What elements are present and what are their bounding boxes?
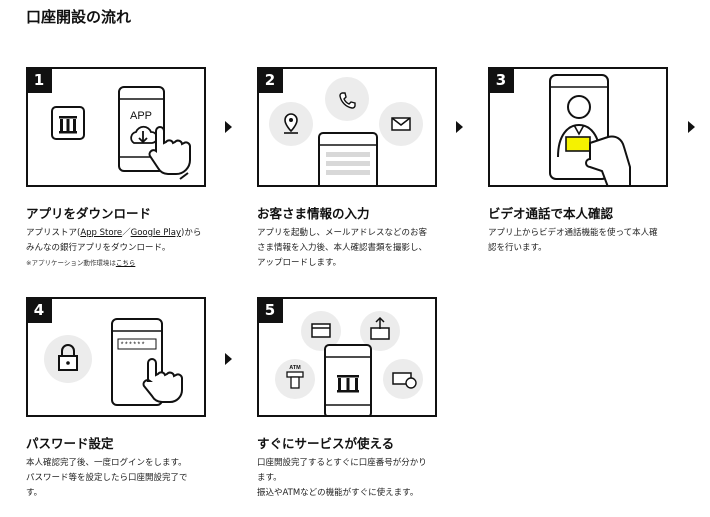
- step-3-illustration: 3: [488, 67, 668, 187]
- google-play-link[interactable]: Google Play: [130, 228, 182, 238]
- phone-icon: [325, 77, 369, 121]
- chevron-right-icon: [225, 121, 232, 133]
- lock-icon: [44, 335, 92, 383]
- step-description: 本人確認完了後、一度ログインをします。 パスワード等を設定したら口座開設完了で …: [26, 456, 188, 501]
- desc-text: パスワード等を設定したら口座開設完了で: [26, 473, 188, 483]
- hand-tap-icon: [142, 358, 183, 403]
- password-mask: ******: [120, 342, 145, 350]
- step-title: アプリをダウンロード: [26, 206, 152, 221]
- step-number: 2: [259, 69, 283, 93]
- page-title: 口座開設の流れ: [26, 8, 132, 26]
- step-description: アプリストア(App Store／Google Play)から みんなの銀行アプ…: [26, 226, 201, 271]
- step-5-illustration: 5 ATM: [257, 297, 437, 417]
- location-pin-icon: [269, 102, 313, 146]
- desc-text: アプリを起動し、メールアドレスなどのお客: [257, 228, 428, 238]
- desc-text: 認を行います。: [488, 243, 547, 253]
- desc-text: アプリ上からビデオ通話機能を使って本人確: [488, 228, 658, 238]
- step-description: 口座開設完了するとすぐに口座番号が分かり ます。 振込やATMなどの機能がすぐに…: [257, 456, 427, 501]
- desc-text: 口座開設完了するとすぐに口座番号が分かり: [257, 458, 427, 468]
- step-2-illustration: 2: [257, 67, 437, 187]
- chevron-right-icon: [225, 353, 232, 365]
- id-card-icon: [565, 136, 591, 152]
- bank-phone-icon: [324, 344, 372, 415]
- desc-text: ます。: [257, 473, 282, 483]
- hand-tap-icon: [148, 126, 191, 180]
- step-title: すぐにサービスが使える: [257, 436, 395, 451]
- desc-text: )から: [181, 228, 202, 238]
- environment-link[interactable]: こちら: [115, 259, 136, 267]
- step-number: 5: [259, 299, 283, 323]
- atm-label: ATM: [289, 365, 301, 371]
- transfer-icon: [360, 311, 400, 351]
- bank-logo-icon: [51, 106, 85, 140]
- desc-text: みんなの銀行アプリをダウンロード。: [26, 243, 171, 253]
- step-description: アプリを起動し、メールアドレスなどのお客 さま情報を入力後、本人確認書類を撮影し…: [257, 226, 427, 271]
- desc-text: 振込やATMなどの機能がすぐに使えます。: [257, 488, 419, 498]
- app-label: APP: [130, 110, 152, 122]
- hand-hold-icon: [585, 135, 631, 185]
- chevron-right-icon: [456, 121, 463, 133]
- step-title: お客さま情報の入力: [257, 206, 370, 221]
- chevron-right-icon: [688, 121, 695, 133]
- note-text: ※アプリケーション動作環境は: [26, 259, 116, 267]
- step-title: ビデオ通話で本人確認: [488, 206, 614, 221]
- bill-icon: [383, 359, 423, 399]
- desc-text: さま情報を入力後、本人確認書類を撮影し、: [257, 243, 428, 253]
- app-store-link[interactable]: App Store: [80, 228, 123, 238]
- desc-text: アップロードします。: [257, 258, 342, 268]
- desc-text: 本人確認完了後、一度ログインをします。: [26, 458, 187, 468]
- step-1-illustration: 1 APP: [26, 67, 206, 187]
- step-number: 3: [490, 69, 514, 93]
- step-description: アプリ上からビデオ通話機能を使って本人確 認を行います。: [488, 226, 658, 256]
- card-icon: [301, 311, 341, 351]
- environment-note: ※アプリケーション動作環境はこちら: [26, 259, 135, 267]
- desc-text: アプリストア(: [26, 228, 81, 238]
- step-number: 1: [28, 69, 52, 93]
- desc-text: す。: [26, 488, 43, 498]
- mail-icon: [379, 102, 423, 146]
- step-4-illustration: 4 ******: [26, 297, 206, 417]
- step-title: パスワード設定: [26, 436, 114, 451]
- desc-text: ／: [122, 228, 131, 238]
- step-number: 4: [28, 299, 52, 323]
- phone-form-icon: [318, 132, 378, 185]
- atm-icon: ATM: [275, 359, 315, 399]
